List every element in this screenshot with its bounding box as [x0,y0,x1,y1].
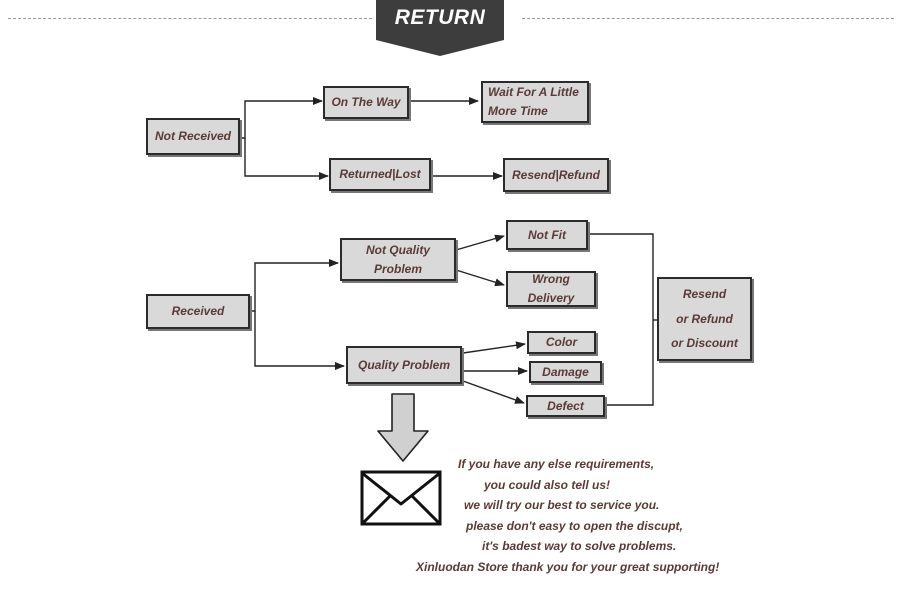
connector-quality-defect [462,380,525,404]
wait-time-box: Wait For A Little More Time [481,81,589,123]
wait-line-2: More Time [488,104,548,118]
wrong-line-1: Wrong [532,272,570,287]
returned-lost-box: Returned|Lost [329,158,431,191]
message-line: you could also tell us! [484,477,611,492]
message-line: Xinluodan Store thank you for your great… [416,559,720,574]
not-received-box: Not Received [146,118,240,155]
message-line: we will try our best to service you. [464,498,660,512]
banner-line-right [522,18,894,19]
defect-box: Defect [526,395,605,417]
outcome-box: Resend or Refund or Discount [657,277,752,361]
banner-line-left [8,18,372,19]
quality-problem-box: Quality Problem [346,346,462,384]
connector-received-not-quality [252,259,339,312]
resend-refund-box: Resend|Refund [503,158,609,192]
color-box: Color [527,331,596,354]
page-title: RETURN [394,6,486,29]
message-line: If you have any else requirements, [458,457,655,471]
return-banner [376,0,504,56]
message-line: please don't easy to open the discupt, [466,518,683,533]
not-fit-box: Not Fit [506,220,588,250]
wrong-delivery-box: Wrong Delivery [506,271,596,307]
connector-not-quality-wrong [455,269,505,287]
not-quality-line-2: Problem [373,261,422,276]
received-box: Received [146,294,250,329]
outcome-line-3: or Discount [671,336,738,351]
not-quality-problem-box: Not Quality Problem [340,238,456,281]
envelope-icon [360,470,442,526]
connector-not-quality-not-fit [455,234,505,251]
connector-received-quality [254,311,345,370]
not-quality-line-1: Not Quality [365,242,430,257]
connector-not-received-on-the-way [239,97,323,139]
on-the-way-box: On The Way [323,86,409,119]
down-arrow-icon [377,393,429,462]
wrong-line-2: Delivery [527,291,575,305]
message-line: it's badest way to solve problems. [482,539,677,553]
outcome-line-2: or Refund [676,311,733,326]
connector-quality-color [462,341,526,354]
connector-not-received-returned [244,138,329,180]
message-text: If you have any else requirements, you c… [400,454,780,577]
wait-line-1: Wait For A Little [488,85,579,100]
damage-box: Damage [529,361,602,383]
outcome-line-1: Resend [682,287,727,302]
